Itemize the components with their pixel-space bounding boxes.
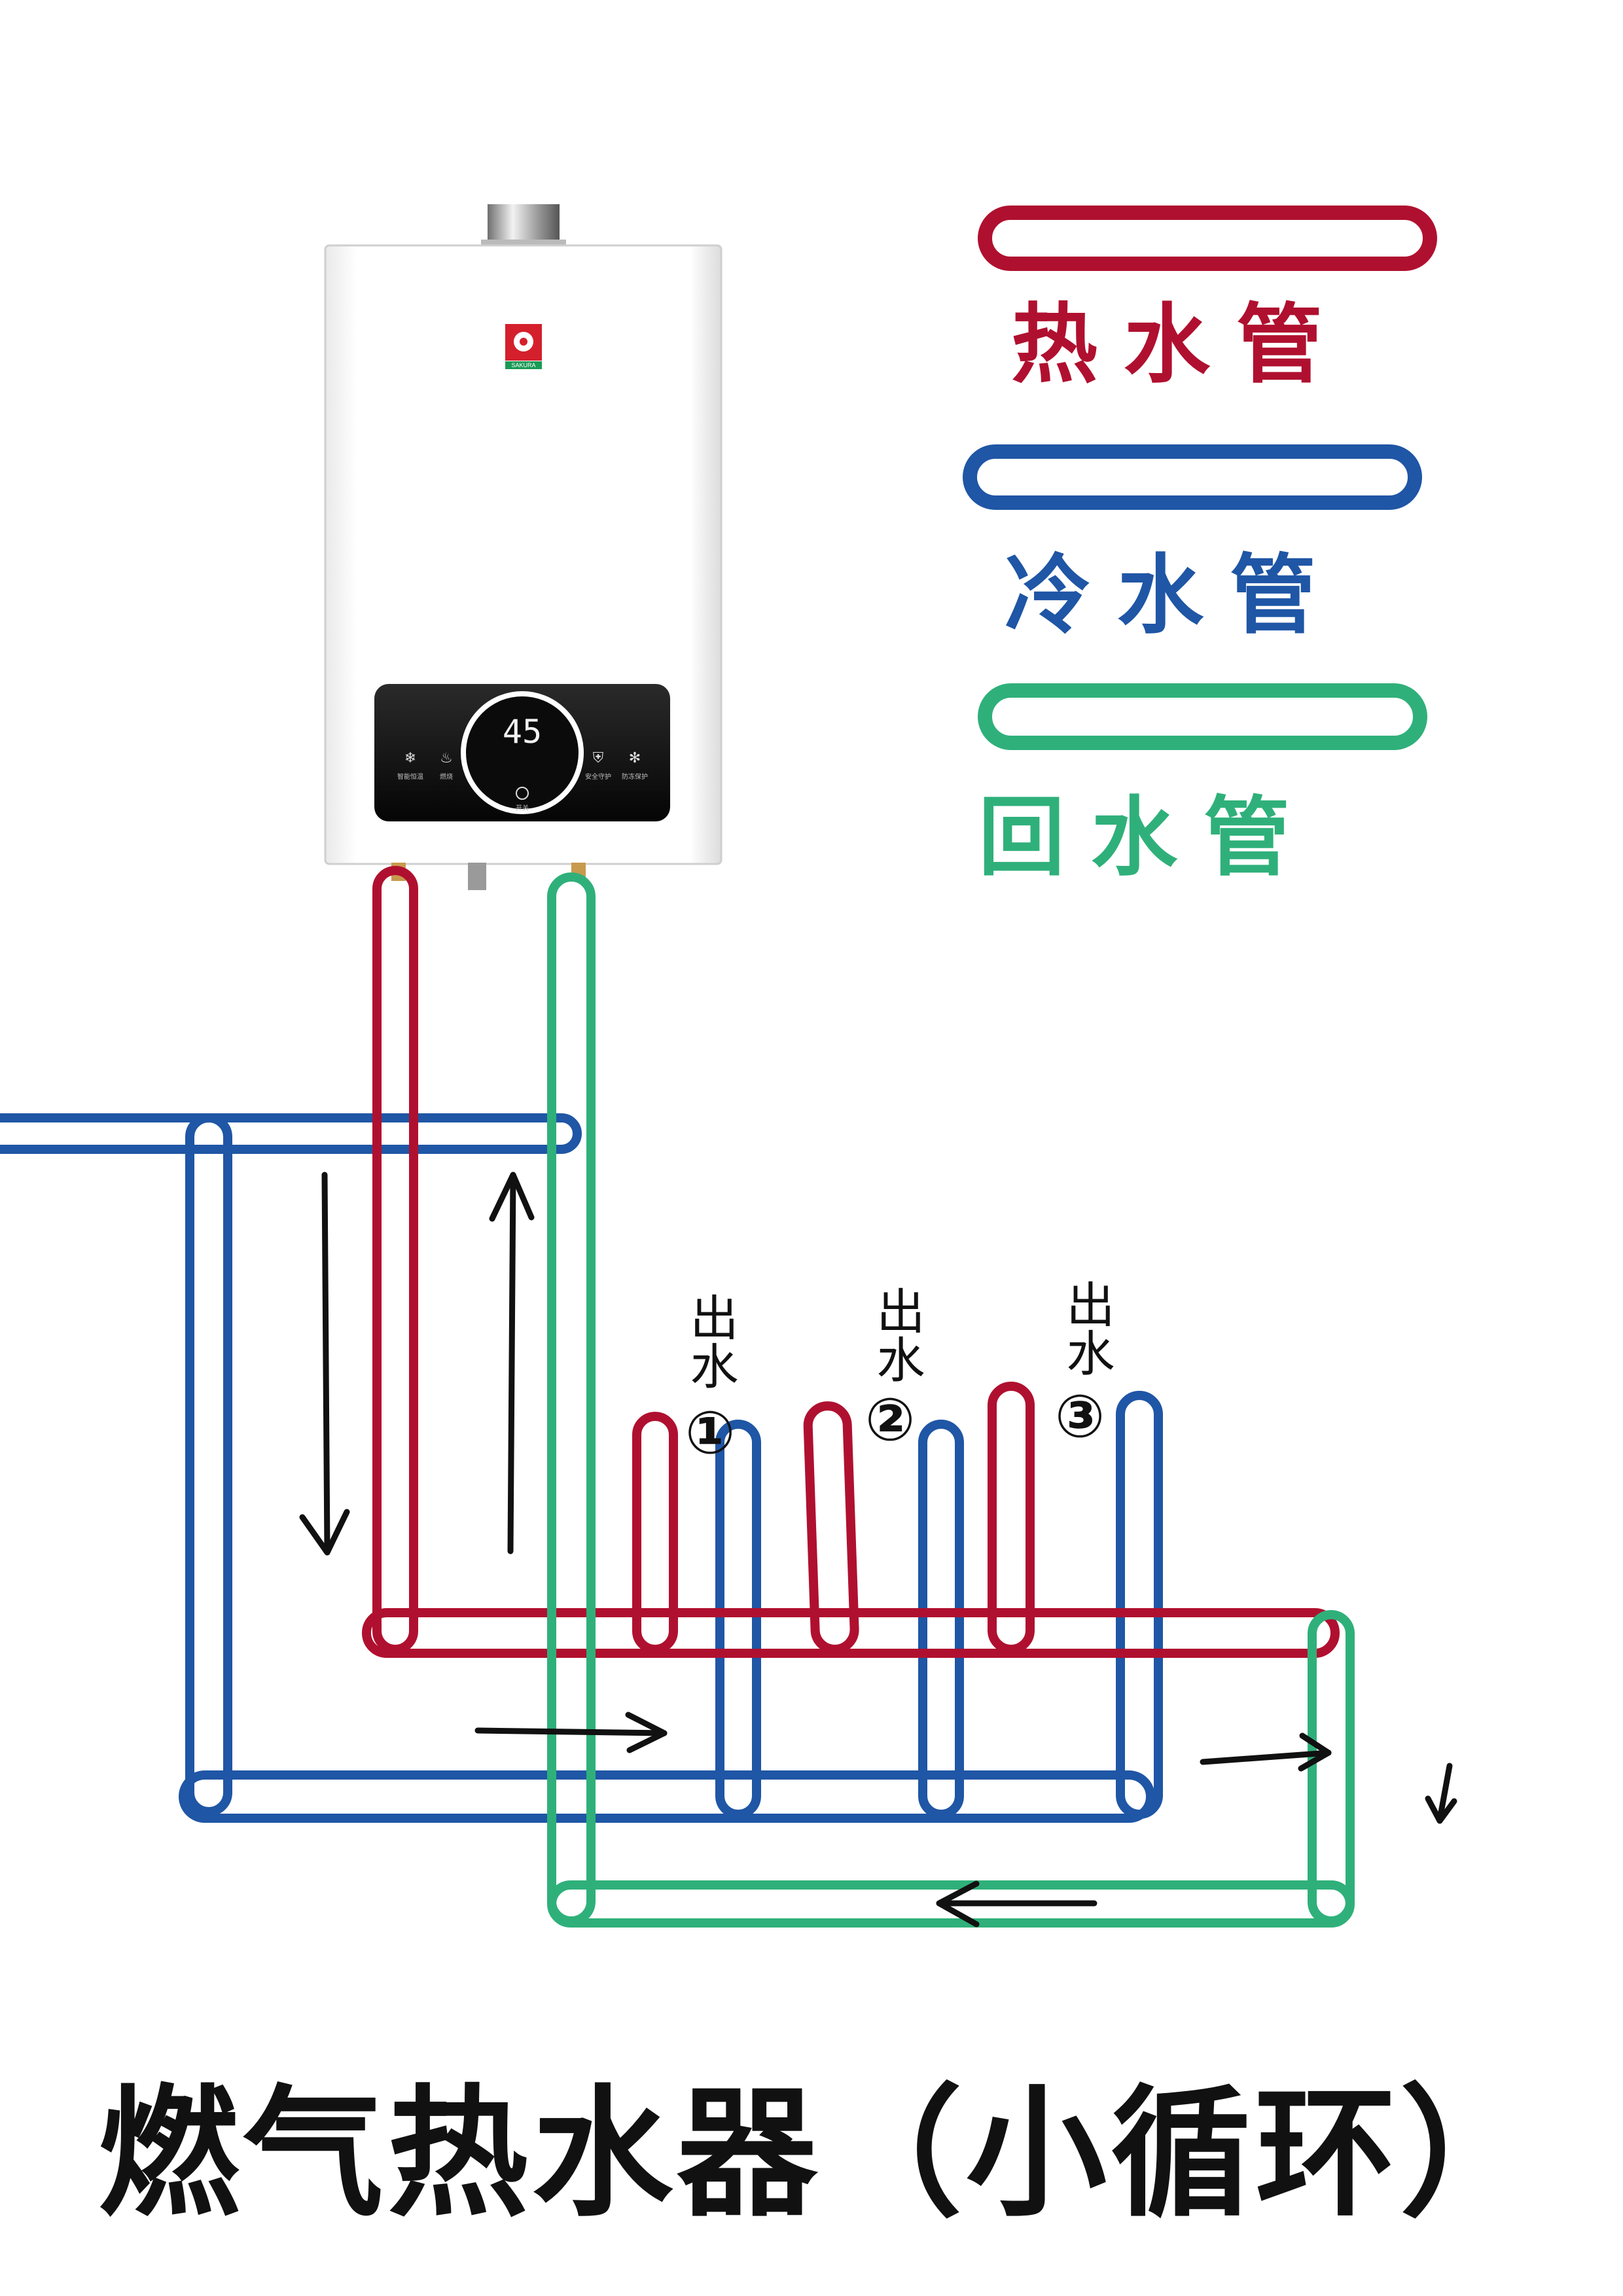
arrow-left-icon (936, 1880, 1097, 1928)
svg-text:出水: 出水 (682, 1293, 738, 1390)
legend-return-label: 回水管 (978, 787, 1316, 888)
panel-label-2: 燃烧 (440, 772, 453, 781)
brand-logo: SAKURA (505, 324, 542, 369)
arrow-down-icon (299, 1172, 350, 1556)
return-right-riser (1308, 1610, 1355, 1926)
svg-text:出水: 出水 (1058, 1280, 1115, 1376)
display-ring (461, 691, 584, 814)
hot-branch-3 (988, 1382, 1035, 1654)
return-riser (547, 872, 596, 1926)
panel-label-4: 防冻保护 (622, 772, 648, 781)
legend-return-swatch (978, 683, 1427, 750)
panel-icon-3: ⛨ (593, 749, 604, 766)
cold-distribution-main (179, 1770, 1155, 1823)
outlet-labels: 出水 ① 出水 ② 出水 ③ (682, 1280, 1115, 1467)
flow-arrows (299, 1172, 1457, 1928)
gas-inlet-fitting (468, 863, 486, 890)
arrow-right-icon (474, 1712, 668, 1753)
legend-cold-swatch (963, 444, 1422, 510)
outlet-1-label: 出水 ① (682, 1293, 738, 1467)
cold-branch-3 (1116, 1391, 1163, 1819)
gas-water-heater: SAKURA 45 ❄ ♨ ⛨ ✻ 智能恒温 燃烧 安全守护 防冻保护 开关 (324, 204, 722, 890)
hot-supply-riser (372, 866, 418, 1654)
legend-hot-swatch (978, 206, 1437, 271)
hot-branch-1 (632, 1412, 678, 1654)
panel-icon-1: ❄ (404, 749, 416, 766)
panel-icon-2: ♨ (440, 749, 453, 766)
power-button[interactable] (516, 787, 529, 800)
pipe-network (0, 866, 1355, 1928)
power-label: 开关 (516, 804, 529, 812)
panel-label-1: 智能恒温 (397, 772, 423, 781)
arrow-right-icon-2 (1200, 1732, 1332, 1772)
arrow-up-icon (489, 1172, 535, 1554)
cold-left-riser (185, 1113, 232, 1816)
arrow-down-small-icon (1425, 1763, 1457, 1824)
hot-branch-2 (803, 1401, 859, 1654)
panel-icon-4: ✻ (629, 749, 641, 766)
outlet-3-label: 出水 ③ (1055, 1280, 1115, 1451)
temperature-display: 45 (503, 713, 542, 751)
panel-label-3: 安全守护 (585, 772, 611, 781)
legend: 热水管 冷水管 回水管 (963, 206, 1437, 888)
return-bottom-main (547, 1880, 1355, 1928)
cold-supply-main (0, 1113, 582, 1154)
diagram-title: 燃气热水器（小循环） (98, 2072, 1544, 2236)
outlet-1-number: ① (685, 1399, 735, 1467)
brand-logo-text: SAKURA (511, 362, 535, 368)
legend-hot-label: 热水管 (1011, 295, 1349, 395)
cold-branch-1 (715, 1420, 761, 1819)
outlet-2-number: ② (865, 1386, 915, 1454)
svg-text:出水: 出水 (868, 1286, 925, 1383)
outlet-3-number: ③ (1055, 1382, 1105, 1451)
outlet-2-label: 出水 ② (865, 1286, 925, 1454)
cold-branch-2 (918, 1420, 964, 1819)
legend-cold-label: 冷水管 (1005, 545, 1342, 646)
